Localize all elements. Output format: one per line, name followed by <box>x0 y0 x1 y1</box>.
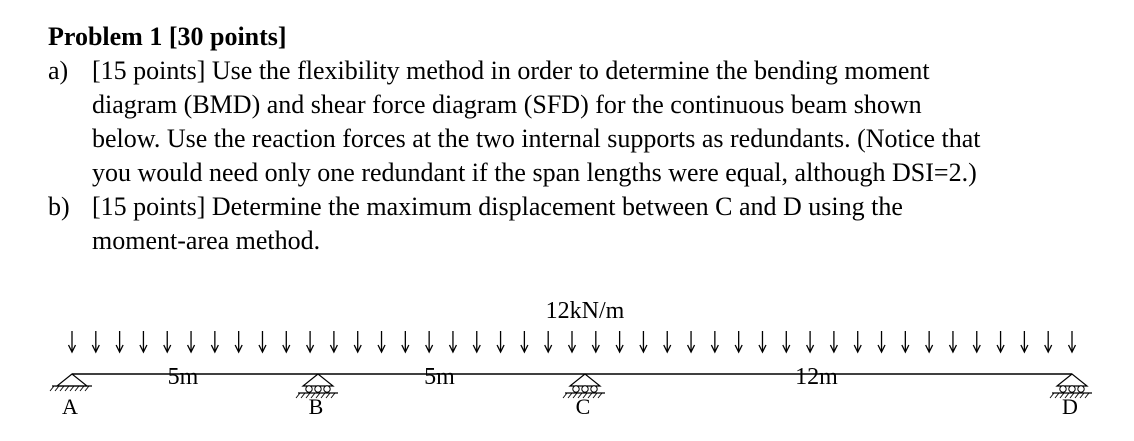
load-arrow <box>996 331 1005 354</box>
load-arrow <box>472 331 481 354</box>
support-label: B <box>309 394 324 419</box>
part-a-line-2: diagram (BMD) and shear force diagram (S… <box>92 90 922 119</box>
load-arrow <box>186 331 196 354</box>
load-arrow <box>496 331 505 354</box>
load-arrow <box>329 331 338 354</box>
load-arrow <box>877 331 886 354</box>
part-a-marker: a) <box>48 56 69 85</box>
load-arrow <box>972 331 981 354</box>
load-arrow <box>544 331 553 354</box>
support-label: C <box>576 394 591 419</box>
support-label: D <box>1062 394 1078 419</box>
supports: A B C D <box>49 373 1092 419</box>
part-a-text: [15 points] Use the flexibility method i… <box>92 54 981 190</box>
load-arrow <box>758 331 767 354</box>
load-label: 12kN/m <box>546 298 625 324</box>
load-arrow <box>806 331 815 354</box>
load-arrow <box>901 331 910 354</box>
load-arrow <box>163 331 172 354</box>
part-b-line-2: moment-area method. <box>92 226 321 255</box>
load-arrow <box>115 331 124 354</box>
load-arrow <box>663 331 672 354</box>
load-arrow <box>139 331 148 354</box>
span-label: 5m <box>424 364 455 390</box>
load-arrow <box>853 331 862 354</box>
load-arrow <box>710 331 719 354</box>
load-arrow <box>925 331 934 354</box>
load-arrow <box>401 331 410 354</box>
load-arrow <box>567 331 577 354</box>
load-arrow <box>448 331 458 354</box>
load-arrow <box>377 331 386 354</box>
load-arrow <box>782 331 791 354</box>
load-arrow <box>948 331 958 354</box>
load-arrow <box>234 331 243 354</box>
span-label: 5m <box>168 364 199 390</box>
load-arrow <box>520 331 529 354</box>
roller-support-d: D <box>1049 373 1092 419</box>
part-b-marker: b) <box>48 192 70 221</box>
roller-support-b: B <box>295 373 338 419</box>
load-arrow <box>686 331 696 354</box>
load-arrow <box>591 331 600 354</box>
part-a-line-4: you would need only one redundant if the… <box>92 158 977 187</box>
part-b-text: [15 points] Determine the maximum displa… <box>92 190 903 258</box>
load-arrow <box>306 331 315 354</box>
roller-support-c: C <box>562 373 605 419</box>
load-arrow <box>1020 331 1029 354</box>
load-arrow <box>615 331 624 354</box>
span-label: 12m <box>795 364 838 390</box>
load-arrow <box>829 331 838 354</box>
load-arrow <box>210 331 219 354</box>
load-arrow <box>67 331 77 354</box>
part-b-line-1: [15 points] Determine the maximum displa… <box>92 192 903 221</box>
load-arrow <box>425 331 434 354</box>
problem-heading: Problem 1 [30 points] <box>48 22 287 51</box>
load-arrow <box>734 331 743 354</box>
load-arrow <box>639 331 648 354</box>
support-label: A <box>62 394 78 419</box>
part-a-line-1: [15 points] Use the flexibility method i… <box>92 56 930 85</box>
load-arrow <box>91 331 100 354</box>
span-labels: 5m 5m 12m <box>168 364 839 390</box>
load-arrow <box>282 331 291 354</box>
part-a-line-3: below. Use the reaction forces at the tw… <box>92 124 981 153</box>
load-arrow <box>353 331 362 354</box>
pin-support-a: A <box>49 373 92 419</box>
distributed-load-arrows <box>67 331 1077 354</box>
load-arrow <box>1067 331 1077 354</box>
load-arrow <box>1044 331 1053 354</box>
load-arrow <box>258 331 267 354</box>
